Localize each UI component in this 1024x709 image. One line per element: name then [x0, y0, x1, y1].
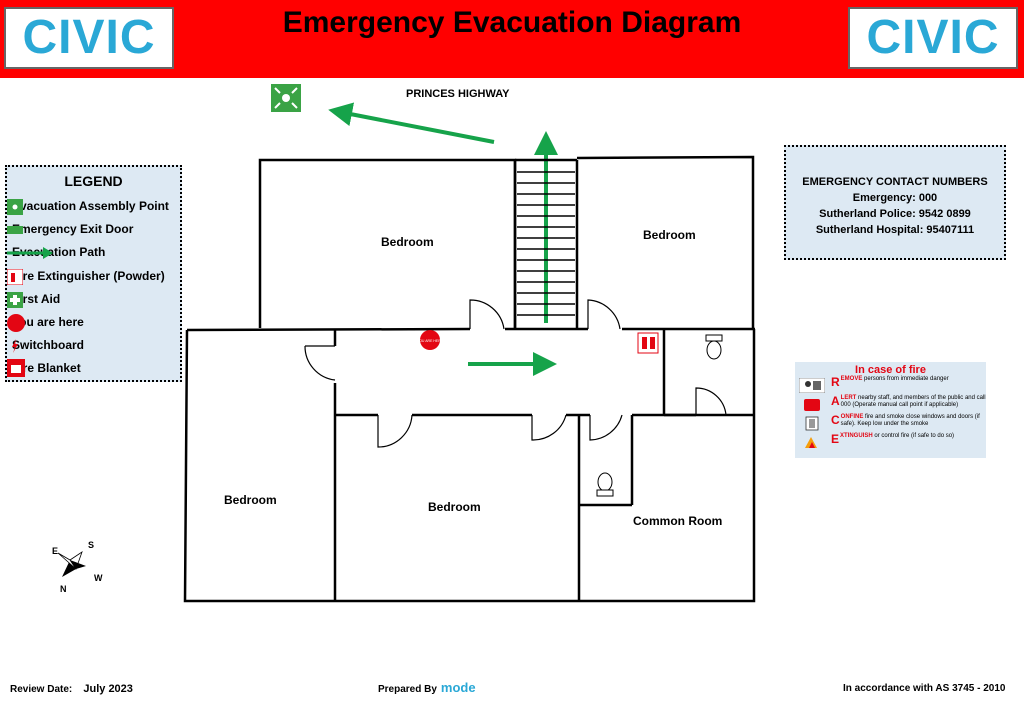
remove-persons-icon — [799, 378, 825, 393]
mode-logo: mode — [440, 680, 476, 695]
svg-text:E: E — [52, 546, 58, 556]
logo-text: CIVIC — [22, 11, 156, 64]
street-label: PRINCES HIGHWAY — [406, 88, 510, 100]
toilet-icon — [705, 334, 723, 360]
contact-line: Emergency: 000 — [852, 192, 938, 204]
extinguish-icon — [805, 437, 817, 448]
you-are-here-marker: YOU ARE HERE — [417, 330, 444, 350]
contact-line: Sutherland Police: 9542 0899 — [819, 208, 971, 220]
room-label: Bedroom — [224, 493, 277, 507]
legend-item: Switchboard — [7, 334, 180, 357]
civic-logo-left: CIVIC — [4, 7, 174, 69]
legend-item: You are here — [7, 311, 180, 334]
svg-text:YOU ARE HERE: YOU ARE HERE — [417, 339, 444, 343]
svg-text:W: W — [94, 573, 103, 583]
legend-panel: LEGEND Evacuation Assembly Point Emergen… — [5, 165, 182, 382]
contacts-title: EMERGENCY CONTACT NUMBERS — [802, 176, 988, 188]
room-label: Bedroom — [381, 235, 434, 249]
you-are-here-icon — [7, 313, 25, 332]
svg-text:S: S — [88, 540, 94, 550]
review-date: Review Date: July 2023 — [10, 683, 133, 695]
civic-logo-right: CIVIC — [848, 7, 1018, 69]
contact-line: Sutherland Hospital: 95407111 — [815, 224, 975, 236]
phone-icon — [804, 399, 820, 411]
toilet-icon — [596, 472, 614, 497]
fire-procedure-title: In case of fire — [855, 364, 926, 376]
staircase — [517, 171, 575, 316]
room-label: Bedroom — [643, 228, 696, 242]
fire-blanket-icon — [7, 359, 25, 378]
walls — [183, 155, 756, 603]
green-arrow-icon — [7, 247, 53, 260]
emergency-contacts-panel: EMERGENCY CONTACT NUMBERS Emergency: 000… — [784, 145, 1006, 260]
legend-item: First Aid — [7, 288, 180, 311]
legend-item: Evacuation Assembly Point — [7, 195, 180, 218]
assembly-point-icon — [271, 84, 301, 112]
legend-title: LEGEND — [64, 173, 123, 189]
page-title: Emergency Evacuation Diagram — [282, 6, 742, 39]
legend-item: Evacuation Path — [7, 241, 180, 264]
svg-text:N: N — [60, 584, 67, 594]
fire-extinguisher-icon — [7, 268, 23, 285]
header-banner: CIVIC Emergency Evacuation Diagram CIVIC — [0, 0, 1024, 78]
switchboard-icon — [12, 339, 18, 354]
compass-rose: S E W N — [52, 540, 103, 594]
assembly-point-icon — [7, 199, 23, 215]
exit-sign-icon — [7, 226, 23, 235]
legend-item: Fire Blanket — [7, 357, 180, 380]
door-icon — [805, 416, 819, 431]
room-label: Common Room — [633, 514, 723, 528]
legend-item: Emergency Exit Door — [7, 218, 180, 241]
room-label: Bedroom — [428, 500, 481, 514]
legend-item: Fire Extinguisher (Powder) — [7, 265, 180, 288]
evacuation-arrow — [328, 102, 495, 144]
standard-compliance: In accordance with AS 3745 - 2010 — [843, 683, 1006, 694]
first-aid-icon — [7, 291, 23, 308]
logo-text: CIVIC — [866, 11, 1000, 64]
fire-extinguisher-icon — [637, 332, 659, 354]
door-swings — [304, 299, 727, 448]
